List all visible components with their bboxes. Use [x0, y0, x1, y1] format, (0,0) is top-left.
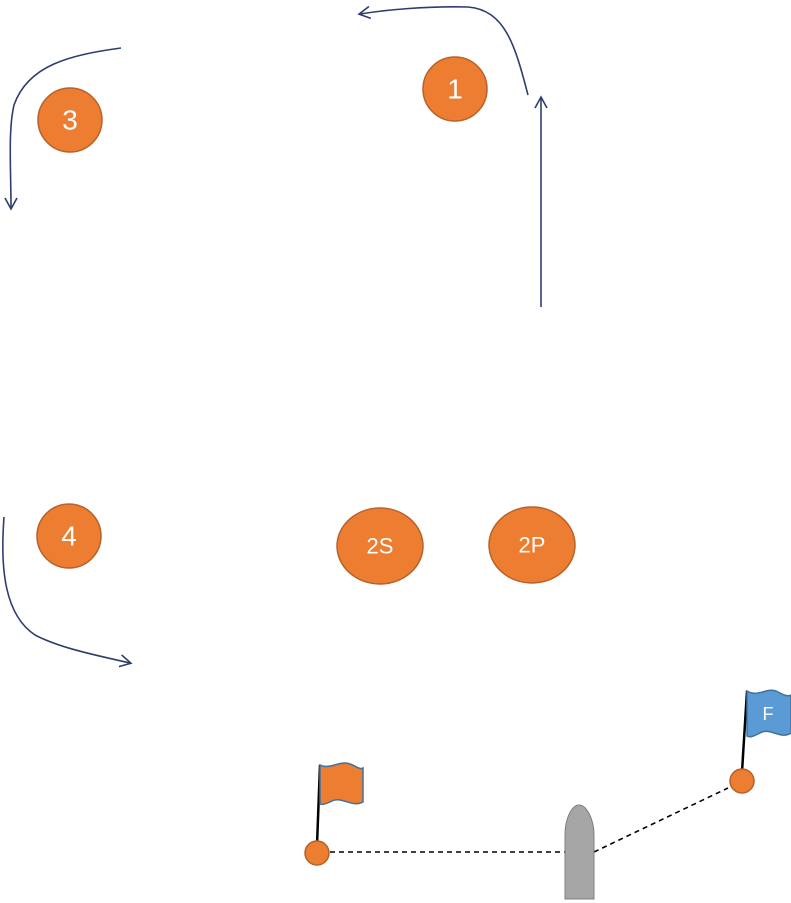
mark-3-label: 3	[62, 105, 78, 136]
orange-flag-icon	[304, 762, 364, 866]
mark-2p: 2P	[488, 506, 576, 584]
arrow-rounding-mark-1	[357, 5, 529, 96]
mark-1-label: 1	[447, 74, 463, 105]
finish-flag-label: F	[763, 704, 774, 724]
mark-2s: 2S	[336, 507, 424, 585]
mark-2p-label: 2P	[519, 533, 546, 558]
boat-icon	[564, 804, 595, 900]
pin-buoy	[304, 840, 330, 866]
mark-1: 1	[422, 56, 488, 122]
arrow-rounding-mark-4	[2, 516, 133, 668]
finish-line	[593, 787, 729, 853]
blue-flag-icon: F	[729, 689, 791, 794]
mark-2s-label: 2S	[367, 534, 394, 559]
mark-4-label: 4	[61, 521, 77, 552]
course-arrows	[2, 5, 548, 668]
finish-buoy	[729, 768, 755, 794]
mark-4: 4	[36, 503, 102, 569]
mark-3: 3	[37, 87, 103, 153]
arrow-rounding-mark-3	[4, 47, 122, 211]
